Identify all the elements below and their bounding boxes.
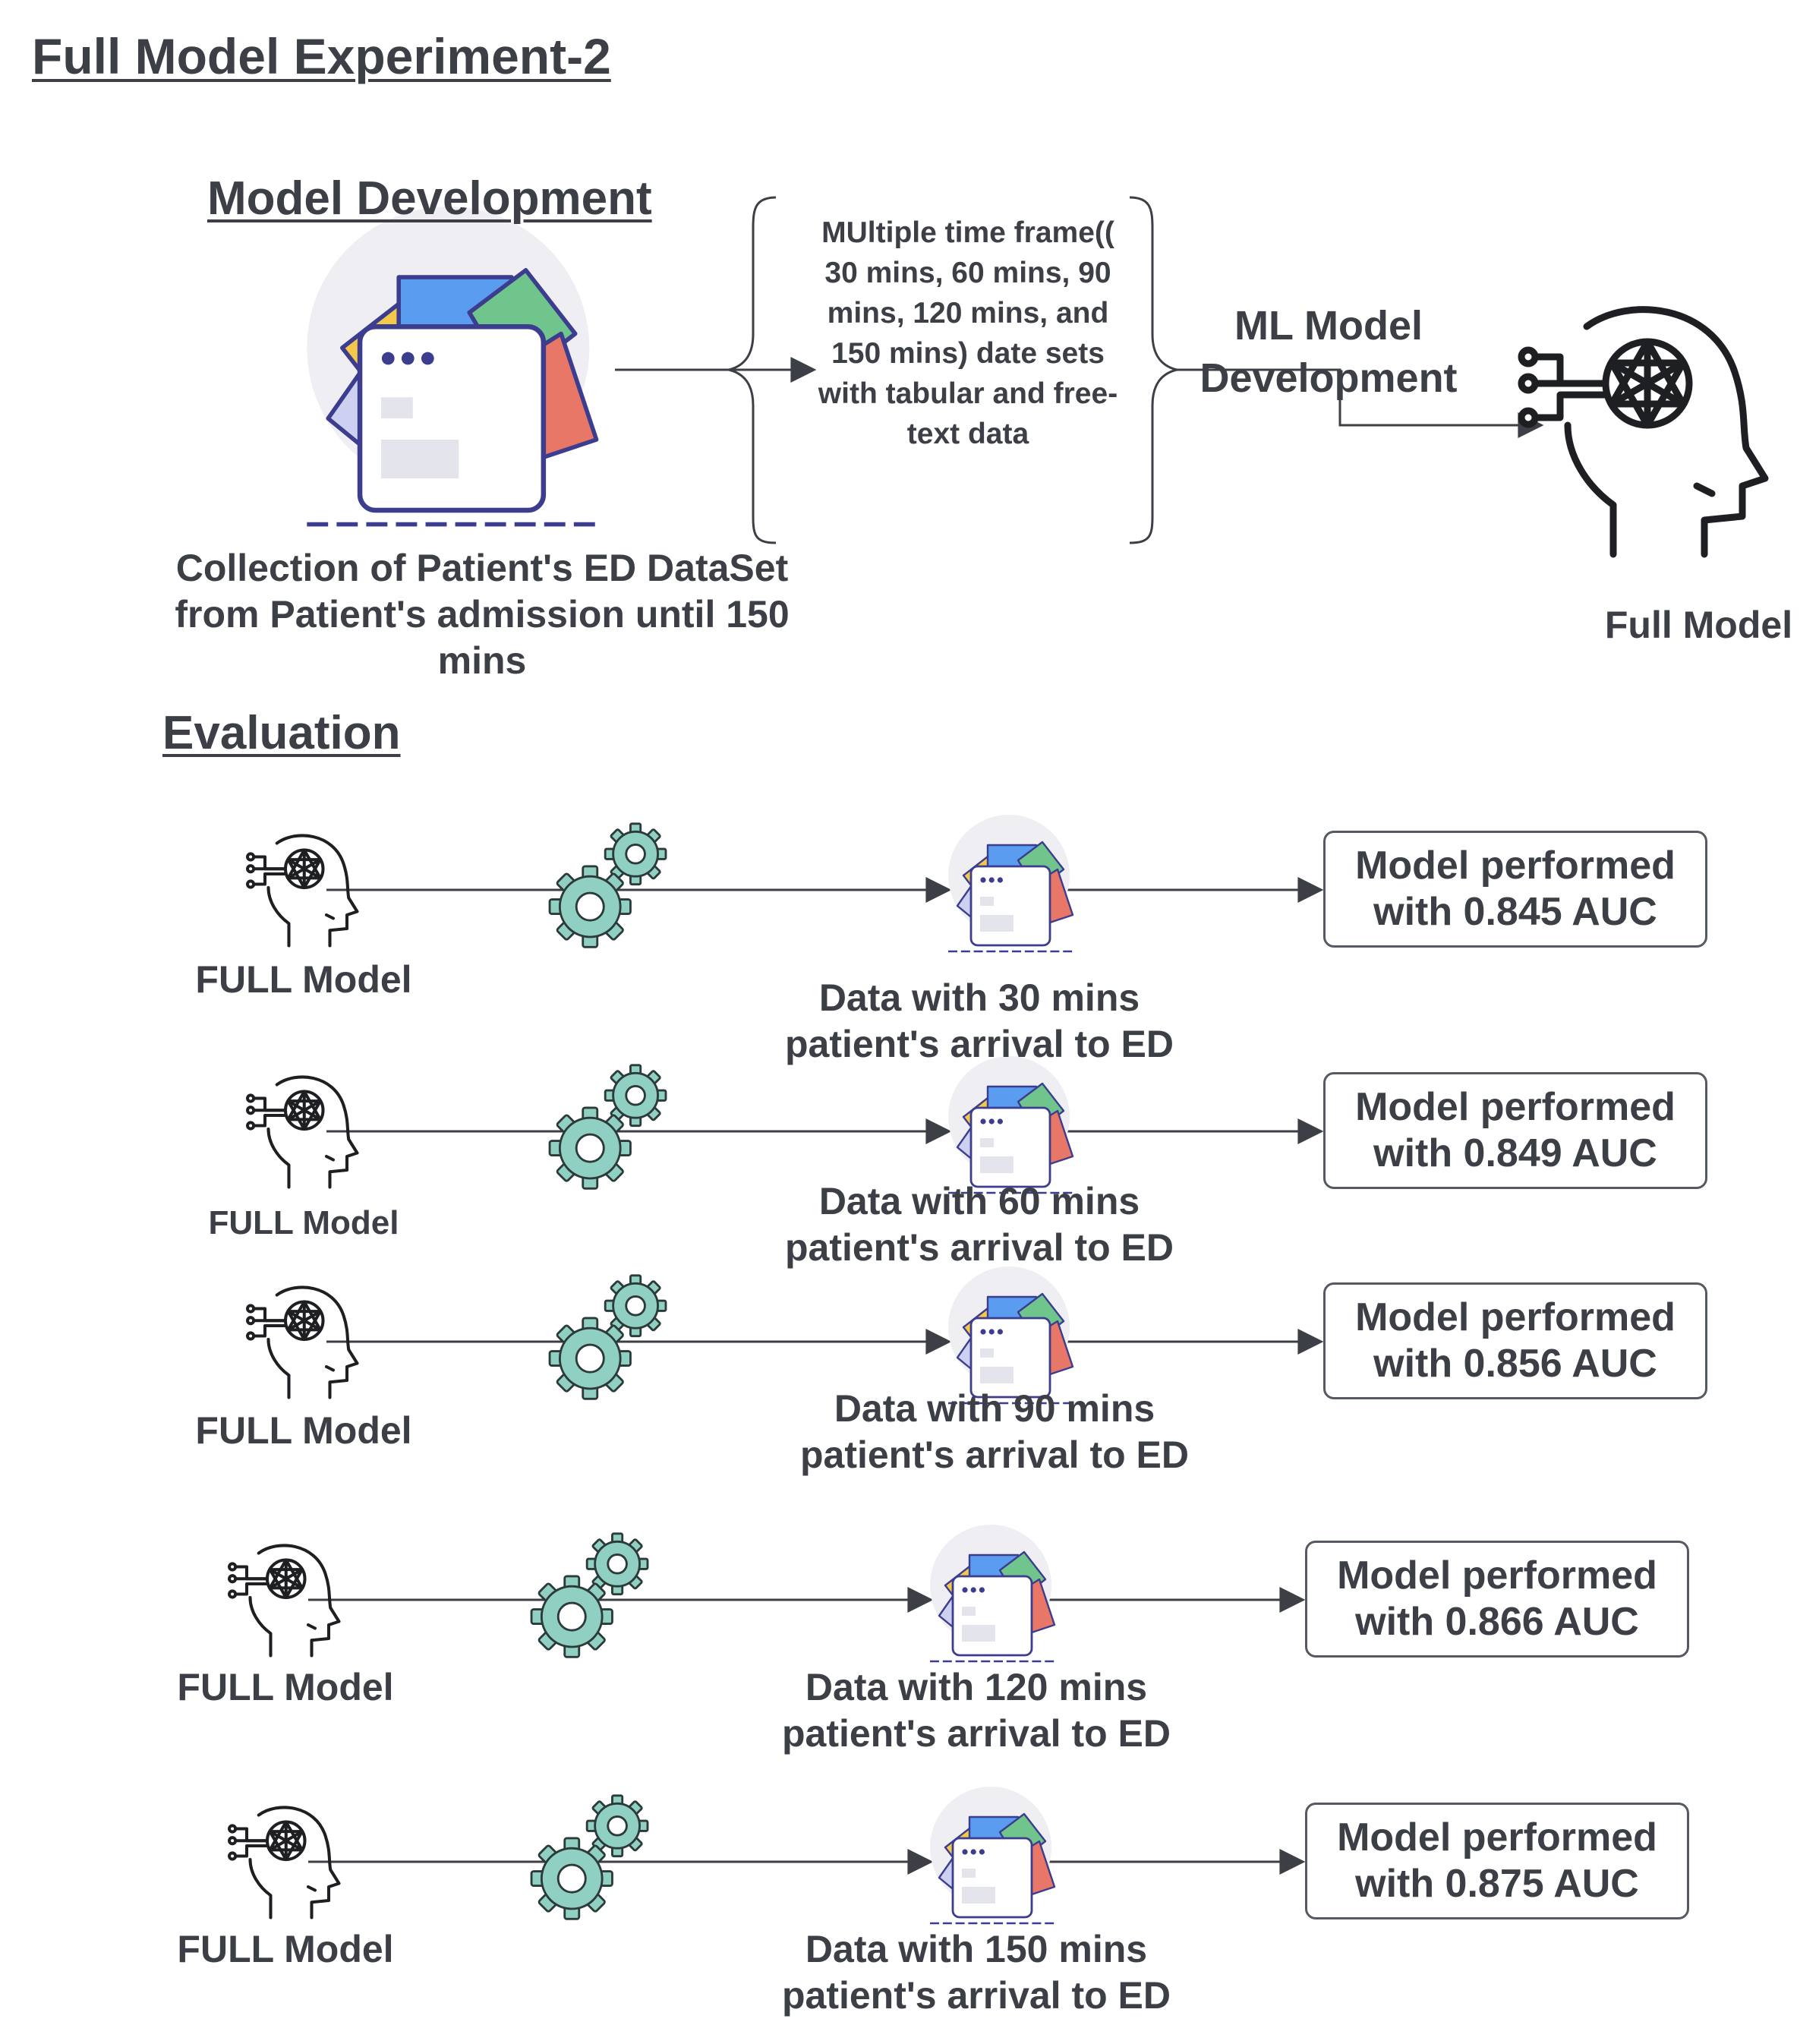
result-box: Model performed with 0.845 AUC xyxy=(1323,831,1707,948)
dataset-folder-icon xyxy=(947,1055,1074,1194)
gears-icon xyxy=(530,1794,649,1920)
eval-data-label: Data with 90 mins patient's arrival to E… xyxy=(799,1387,1190,1476)
dataset-folder-icon xyxy=(947,1265,1074,1405)
gears-icon xyxy=(548,1064,667,1190)
gears-icon xyxy=(548,1274,667,1400)
result-box: Model performed with 0.849 AUC xyxy=(1323,1072,1707,1189)
eval-model-label: FULL Model xyxy=(195,958,412,1001)
gears-icon xyxy=(548,822,667,948)
eval-model-label: FULL Model xyxy=(208,1204,399,1241)
collection-caption: Collection of Patient's ED DataSet from … xyxy=(175,547,790,682)
ml-development-label: ML Model Development xyxy=(1200,303,1458,402)
dataset-folder-icon xyxy=(928,1785,1056,1925)
development-heading: Model Development xyxy=(207,172,652,225)
dataset-folder-icon xyxy=(947,813,1074,953)
eval-data-label: Data with 30 mins patient's arrival to E… xyxy=(784,976,1174,1065)
eval-data-label: Data with 120 mins patient's arrival to … xyxy=(781,1666,1171,1755)
page-title: Full Model Experiment-2 xyxy=(32,28,611,84)
eval-model-label: FULL Model xyxy=(195,1409,412,1452)
gears-icon xyxy=(530,1532,649,1658)
dataset-folder-icon xyxy=(307,207,596,525)
evaluation-row xyxy=(229,1785,1306,1925)
evaluation-row xyxy=(247,813,1324,953)
eval-data-label: Data with 150 mins patient's arrival to … xyxy=(781,1928,1171,2017)
evaluation-heading: Evaluation xyxy=(162,707,401,759)
evaluation-row xyxy=(247,1055,1324,1194)
eval-model-label: FULL Model xyxy=(177,1928,394,1970)
left-brace-icon xyxy=(728,196,777,544)
result-box: Model performed with 0.866 AUC xyxy=(1305,1541,1689,1658)
result-box: Model performed with 0.875 AUC xyxy=(1305,1803,1689,1919)
evaluation-row xyxy=(247,1265,1324,1405)
timeframe-text: MUltiple time frame(( 30 mins, 60 mins, … xyxy=(818,216,1118,451)
full-model-label: Full Model xyxy=(1604,604,1793,646)
evaluation-row xyxy=(229,1523,1306,1663)
eval-data-label: Data with 60 mins patient's arrival to E… xyxy=(784,1180,1174,1269)
right-brace-icon xyxy=(1129,196,1177,544)
ai-head-icon xyxy=(1521,310,1765,554)
evaluation-rows xyxy=(229,813,1324,1925)
ml-to-head-arrow xyxy=(1177,368,1544,438)
result-box: Model performed with 0.856 AUC xyxy=(1323,1282,1707,1399)
dataset-folder-icon xyxy=(928,1523,1056,1663)
eval-model-label: FULL Model xyxy=(177,1666,394,1708)
